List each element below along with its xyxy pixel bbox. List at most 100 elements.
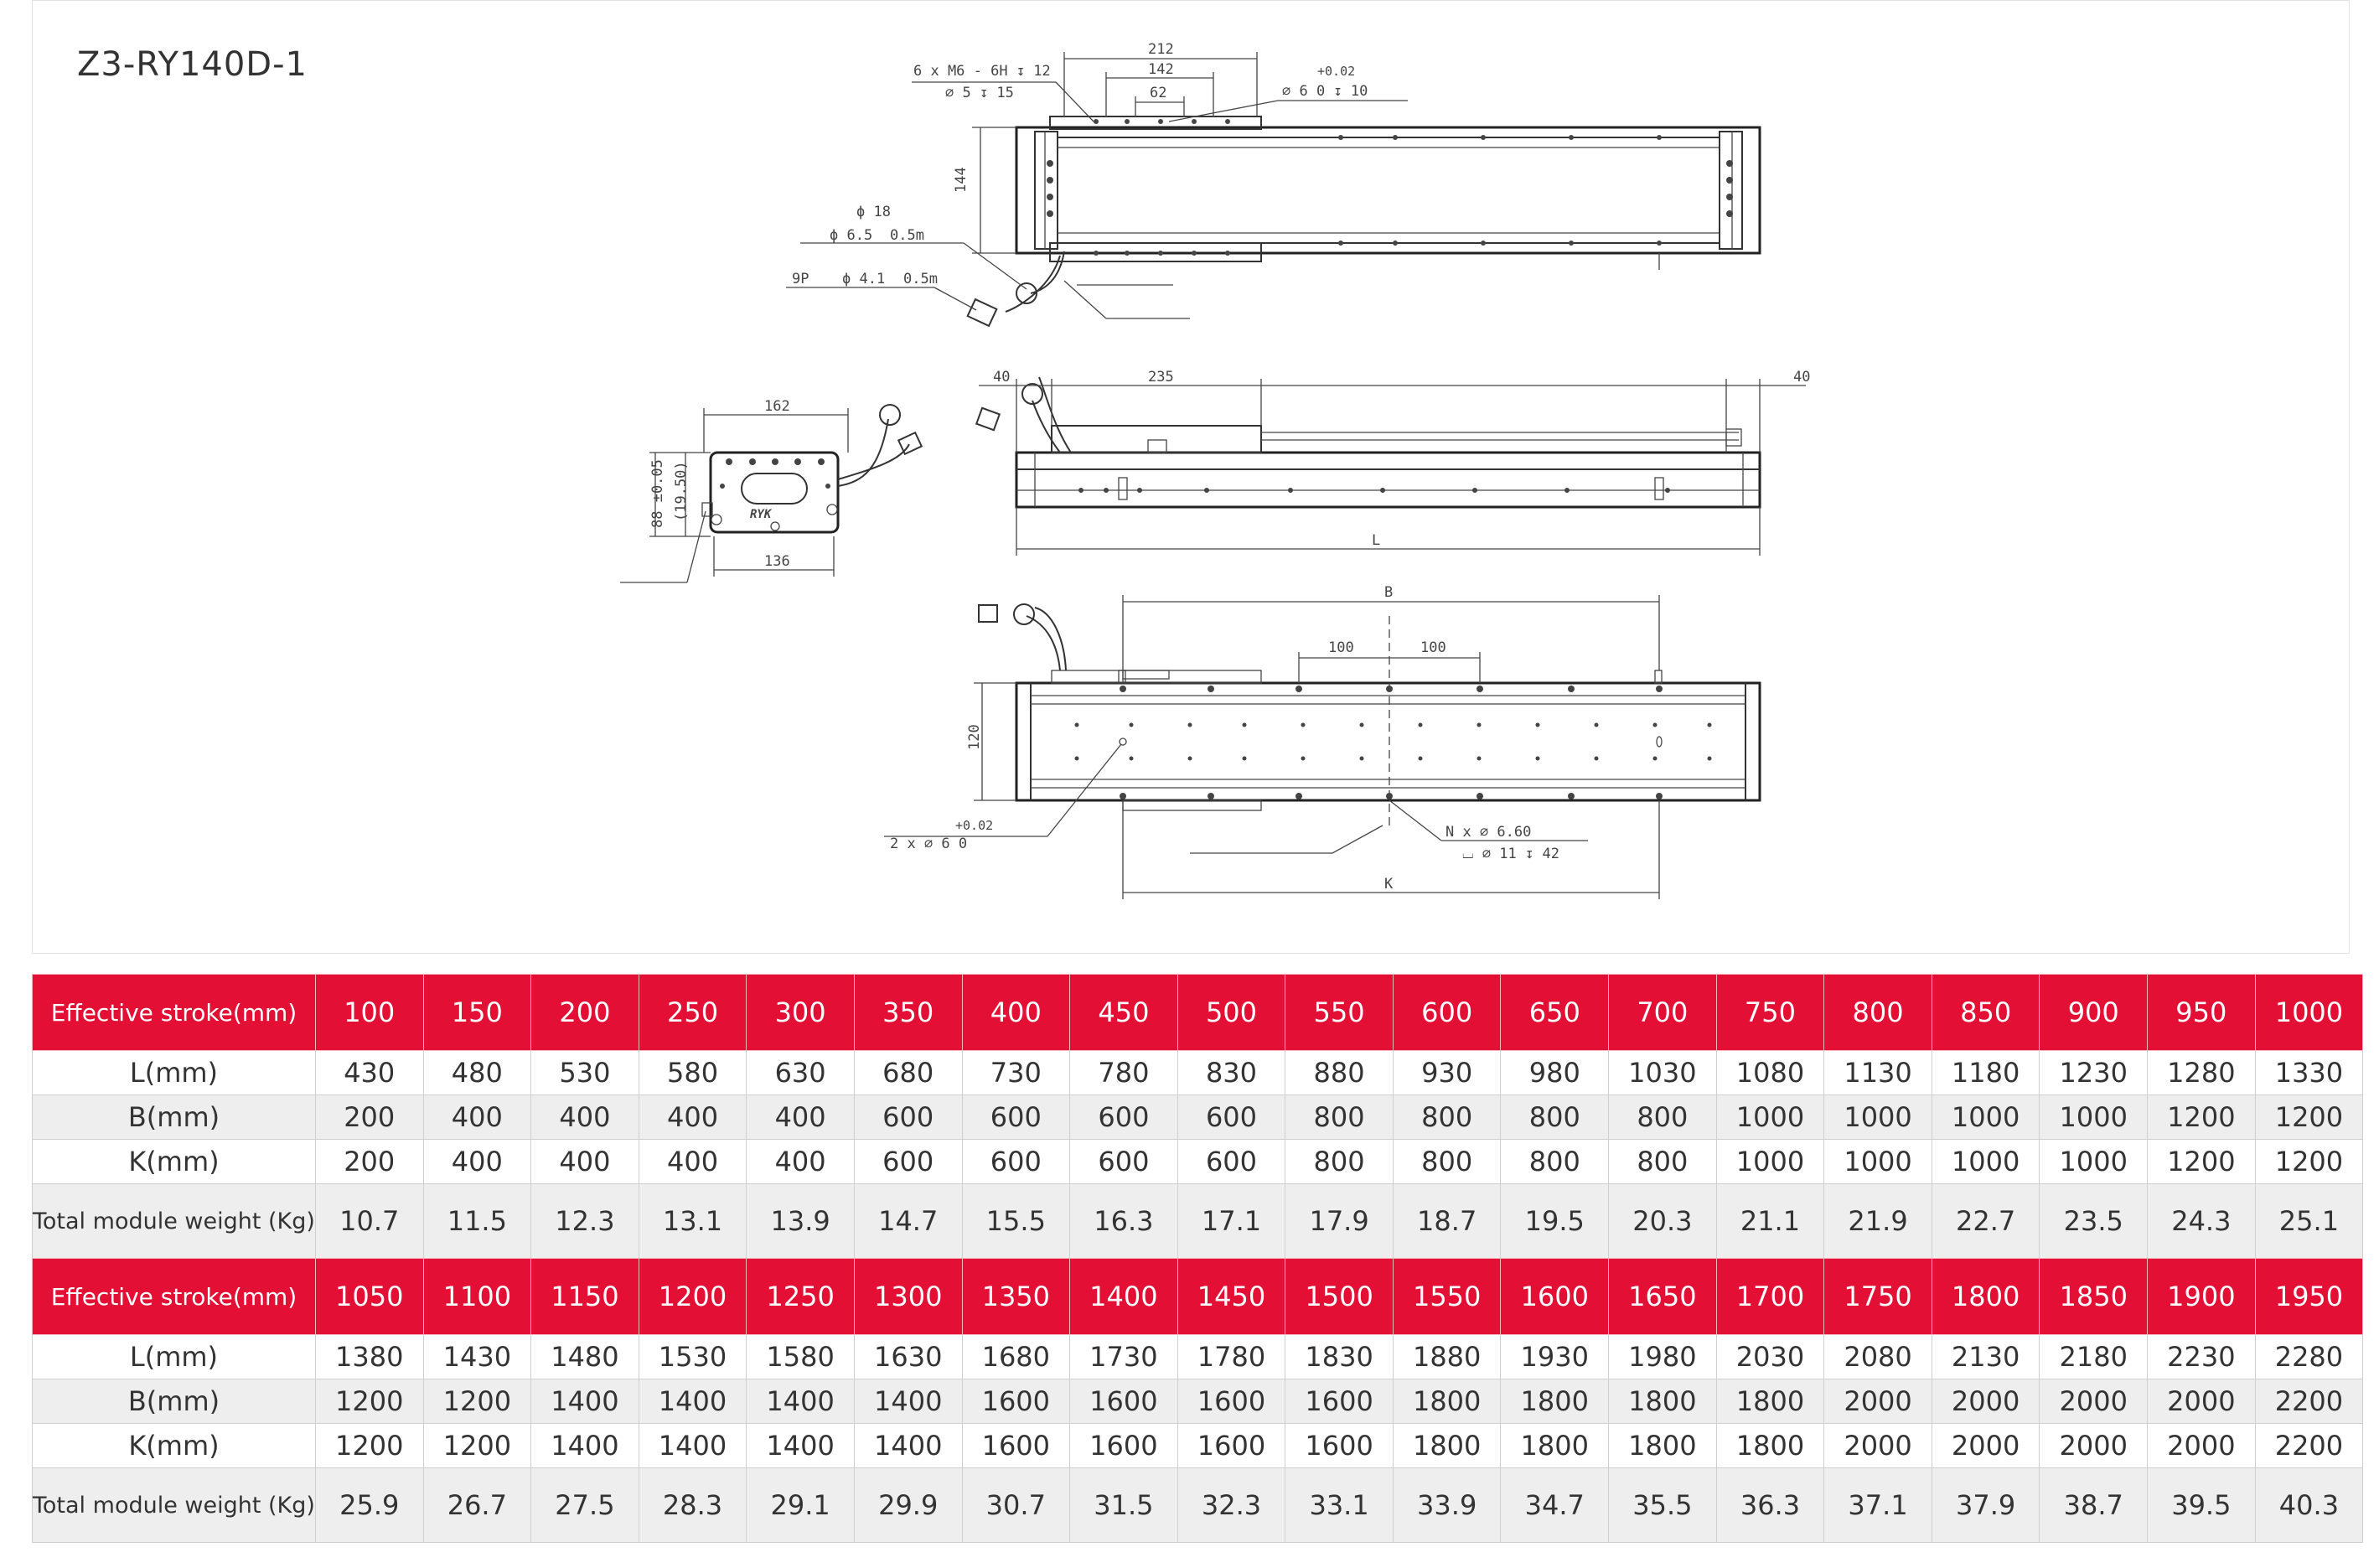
hole-note: N x ⌀ 6.60	[1446, 824, 1531, 841]
table-cell: 1130	[1823, 1050, 1932, 1095]
table-cell: 2200	[2254, 1379, 2364, 1424]
stroke-value-cell: 1200	[638, 1258, 747, 1335]
row-label: B(mm)	[32, 1379, 316, 1424]
table-cell: 1980	[1608, 1334, 1717, 1379]
table-cell: 400	[746, 1139, 855, 1184]
table-cell: 2000	[2039, 1379, 2149, 1424]
table-cell: 600	[853, 1094, 963, 1140]
table-cell: 2200	[2254, 1423, 2364, 1468]
table-cell: 400	[638, 1094, 747, 1140]
table-cell: 20.3	[1608, 1183, 1717, 1259]
stroke-value-cell: 1450	[1177, 1258, 1286, 1335]
table-cell: 1480	[530, 1334, 639, 1379]
table-cell: 1830	[1285, 1334, 1394, 1379]
table-cell: 800	[1285, 1094, 1394, 1140]
table-cell: 1800	[1500, 1379, 1610, 1424]
stroke-value-cell: 1000	[2254, 974, 2364, 1051]
table-cell: 1400	[638, 1379, 747, 1424]
table-cell: 800	[1285, 1139, 1394, 1184]
table-cell: 16.3	[1069, 1183, 1178, 1259]
stroke-value-cell: 1750	[1823, 1258, 1932, 1335]
stroke-value-cell: 1650	[1608, 1258, 1717, 1335]
table-cell: 1430	[422, 1334, 532, 1379]
dim-212-label: 212	[1148, 41, 1174, 58]
table-cell: 37.1	[1823, 1467, 1932, 1543]
row-label: L(mm)	[32, 1050, 316, 1095]
dim-B-label: B	[1384, 584, 1393, 601]
cable-phi18-label: ϕ 18	[856, 204, 891, 220]
table-cell: 1630	[853, 1334, 963, 1379]
cable-05m-a-label: 0.5m	[890, 227, 924, 244]
table-cell: 1580	[746, 1334, 855, 1379]
table-cell: 11.5	[422, 1183, 532, 1259]
table-cell: 1800	[1715, 1423, 1825, 1468]
table-cell: 600	[1069, 1139, 1178, 1184]
row-label: Total module weight (Kg)	[32, 1183, 316, 1259]
table-cell: 400	[530, 1139, 639, 1184]
table-cell: 1000	[2039, 1094, 2149, 1140]
table-cell: 1000	[1715, 1139, 1825, 1184]
table-cell: 1400	[853, 1379, 963, 1424]
table-cell: 28.3	[638, 1467, 747, 1543]
table-cell: 25.1	[2254, 1183, 2364, 1259]
cable-phi65-label: ϕ 6.5	[830, 227, 872, 244]
table-cell: 1200	[314, 1379, 424, 1424]
dim-235-label: 235	[1148, 369, 1174, 386]
table-cell: 400	[422, 1094, 532, 1140]
dim-100-left-label: 100	[1328, 639, 1354, 656]
stroke-value-cell: 150	[422, 974, 532, 1051]
table-cell: 1800	[1500, 1423, 1610, 1468]
table-cell: 1400	[638, 1423, 747, 1468]
table-cell: 1680	[961, 1334, 1071, 1379]
table-cell: 800	[1500, 1139, 1610, 1184]
table-cell: 2130	[1931, 1334, 2040, 1379]
table-cell: 17.9	[1285, 1183, 1394, 1259]
table-cell: 680	[853, 1050, 963, 1095]
stroke-value-cell: 1700	[1715, 1258, 1825, 1335]
table-cell: 26.7	[422, 1467, 532, 1543]
table-cell: 14.7	[853, 1183, 963, 1259]
row-label: K(mm)	[32, 1423, 316, 1468]
stroke-value-cell: 100	[314, 974, 424, 1051]
table-cell: 880	[1285, 1050, 1394, 1095]
table-cell: 800	[1392, 1094, 1502, 1140]
table-cell: 400	[422, 1139, 532, 1184]
table-cell: 1600	[1285, 1379, 1394, 1424]
technical-drawing: 212 142 62 6 x M6 - 6H ↧ 12 ⌀ 5 ↧ 15 +0.…	[620, 41, 1810, 899]
stroke-value-cell: 600	[1392, 974, 1502, 1051]
table-cell: 600	[1177, 1139, 1286, 1184]
table-cell: 40.3	[2254, 1467, 2364, 1543]
table-cell: 1400	[530, 1423, 639, 1468]
stroke-value-cell: 950	[2147, 974, 2256, 1051]
table-cell: 1000	[1931, 1139, 2040, 1184]
table-cell: 12.3	[530, 1183, 639, 1259]
table-cell: 580	[638, 1050, 747, 1095]
stroke-value-cell: 1550	[1392, 1258, 1502, 1335]
table-cell: 15.5	[961, 1183, 1071, 1259]
table-cell: 19.5	[1500, 1183, 1610, 1259]
table-cell: 600	[1069, 1094, 1178, 1140]
bottom-view: B 100 100 120 +0.02 2 x ⌀ 6 0 N x ⌀ 6.60…	[884, 584, 1761, 899]
table-cell: 2000	[2147, 1379, 2256, 1424]
table-cell: 1200	[2147, 1094, 2256, 1140]
stroke-value-cell: 250	[638, 974, 747, 1051]
stroke-value-cell: 1900	[2147, 1258, 2256, 1335]
stroke-value-cell: 1500	[1285, 1258, 1394, 1335]
dim-88-label: 88 ±0.05	[649, 459, 666, 528]
table-cell: 38.7	[2039, 1467, 2149, 1543]
table-cell: 800	[1392, 1139, 1502, 1184]
table-cell: 1280	[2147, 1050, 2256, 1095]
table-cell: 27.5	[530, 1467, 639, 1543]
side-view: 40 235 40 L	[975, 369, 1810, 556]
table-cell: 530	[530, 1050, 639, 1095]
stroke-value-cell: 1800	[1931, 1258, 2040, 1335]
table-cell: 400	[530, 1094, 639, 1140]
pin-note-bottom: 2 x ⌀ 6 0	[890, 836, 967, 852]
table-cell: 2230	[2147, 1334, 2256, 1379]
table-cell: 2080	[1823, 1334, 1932, 1379]
stroke-value-cell: 900	[2039, 974, 2149, 1051]
